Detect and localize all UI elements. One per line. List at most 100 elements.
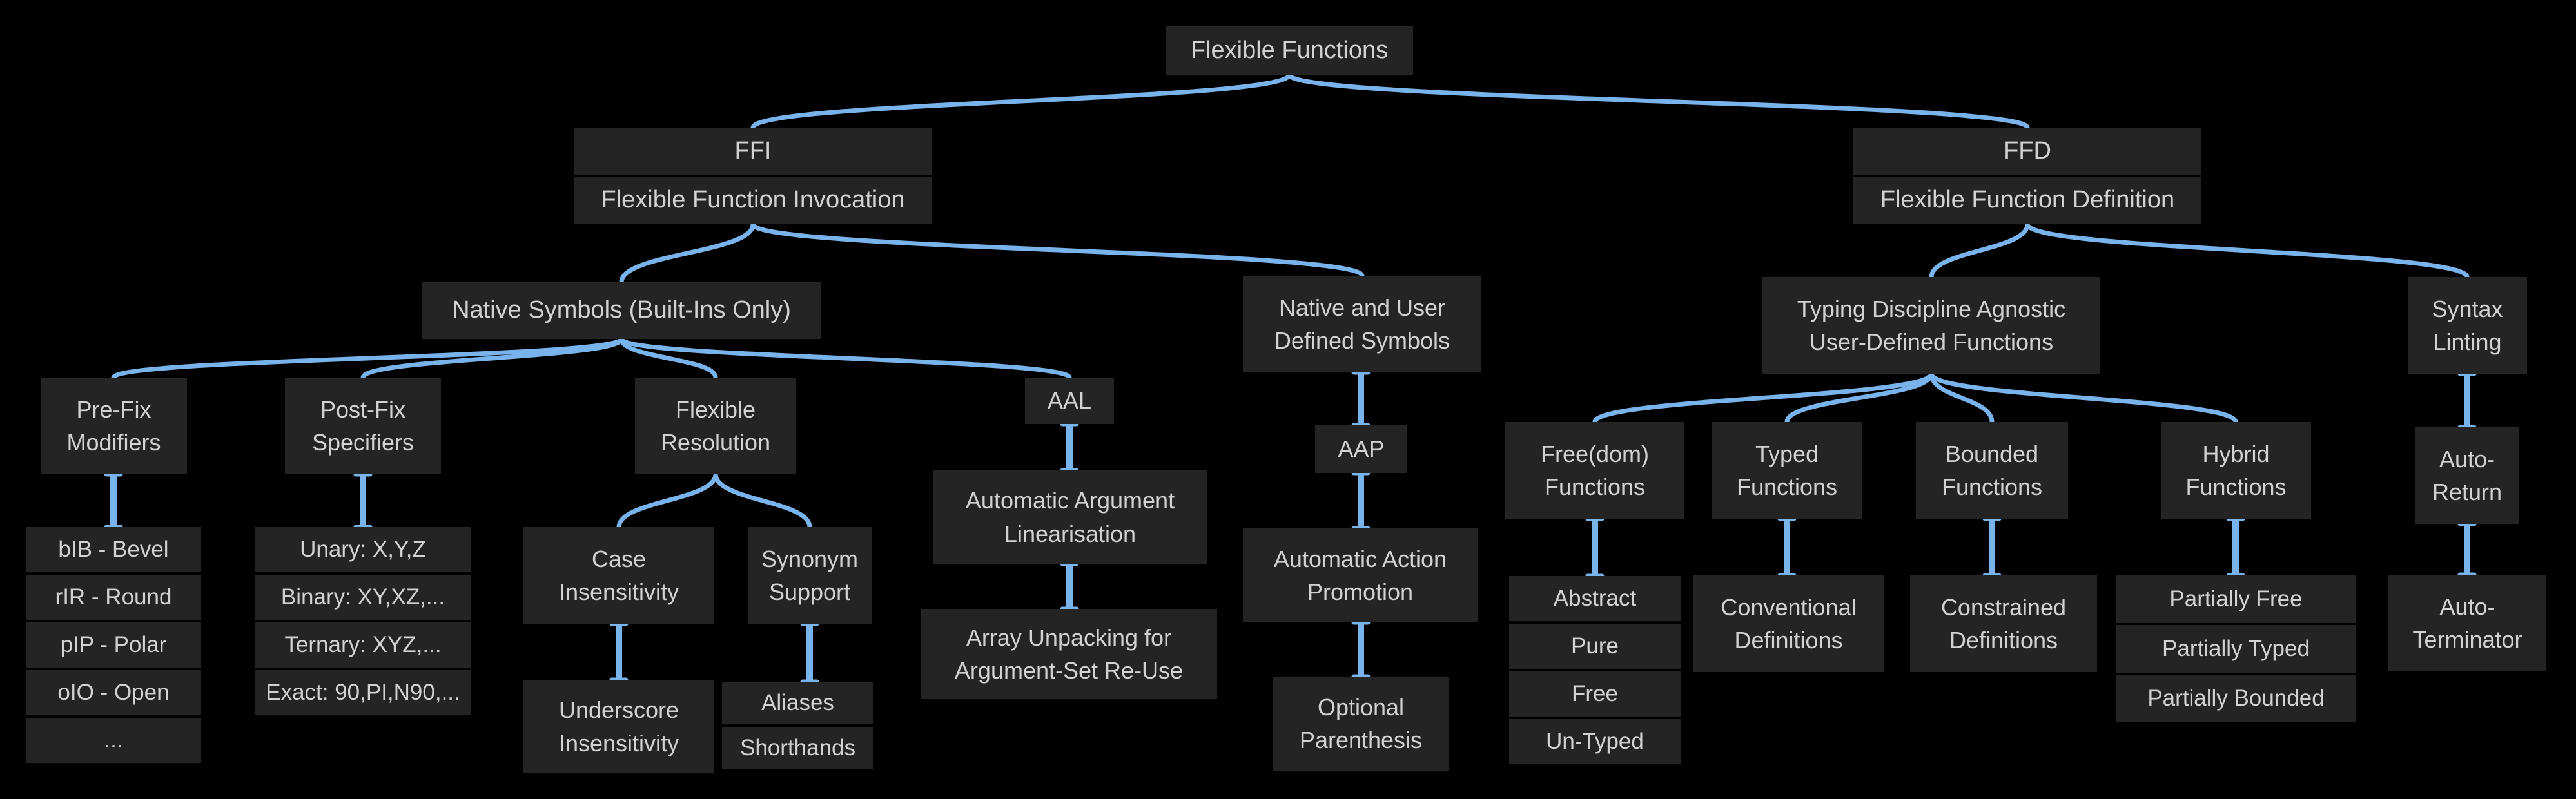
flexible-resolution: Flexible Resolution (635, 378, 796, 474)
automatic-argument-linearisation: Automatic Argument Linearisation (933, 470, 1207, 564)
synonym-item-aliases: Aliases (722, 682, 873, 724)
freedom-item-abstract: Abstract (1509, 576, 1681, 621)
auto-terminator-label: Auto-Terminator (2412, 593, 2522, 653)
synonym-item-shorthands-label: Shorthands (739, 735, 856, 761)
typed-functions-label: Typed Functions (1736, 440, 1838, 500)
automatic-action-promotion-label: Automatic Action Promotion (1273, 545, 1447, 605)
auto-terminator: Auto-Terminator (2388, 575, 2546, 671)
freedom-item-free-label: Free (1572, 681, 1618, 707)
case-insensitivity: Case Insensitivity (523, 527, 714, 624)
connector-prefix-to-stack (104, 472, 123, 530)
constrained-definitions: Constrained Definitions (1910, 575, 2097, 672)
branch-curve-ns-to-postfix (360, 336, 624, 380)
native-and-user-defined-symbols: Native and User Defined Symbols (1243, 276, 1481, 372)
branch-curve-ns-to-aal (619, 336, 1072, 380)
freedom-functions: Free(dom) Functions (1505, 422, 1684, 519)
auto-return-label: Auto-Return (2432, 445, 2503, 505)
automatic-action-promotion: Automatic Action Promotion (1243, 528, 1478, 622)
postfix-item-binary-label: Binary: XY,XZ,... (280, 584, 445, 610)
prefix-item-rir-round: rIR - Round (26, 575, 201, 620)
constrained-definitions-label: Constrained Definitions (1940, 593, 2067, 653)
postfix-item-unary-label: Unary: X,Y,Z (300, 537, 426, 563)
freedom-item-un-typed-label: Un-Typed (1546, 729, 1644, 755)
prefix-item-bib-bevel-label: bIB - Bevel (58, 537, 169, 563)
freedom-item-abstract-label: Abstract (1553, 586, 1637, 611)
connector-aal-to-linearisation (1060, 421, 1079, 473)
prefix-item-pip-polar: pIP - Polar (26, 622, 201, 668)
prefix-item-oio-open-label: oIO - Open (57, 680, 170, 706)
connector-return-to-terminator (2457, 521, 2477, 577)
branch-curve-td-to-bounded (1929, 371, 1995, 425)
native-symbols-label: Native Symbols (Built-Ins Only) (452, 296, 791, 324)
branch-curve-td-to-freedom (1592, 371, 1934, 425)
connector-linearisation-to-array (1060, 561, 1079, 611)
postfix-item-unary: Unary: X,Y,Z (255, 527, 471, 572)
ffi-row-2: Flexible Function Invocation (574, 175, 932, 225)
prefix-item-oio-open: oIO - Open (26, 670, 201, 715)
case-insensitivity-label: Case Insensitivity (558, 545, 679, 605)
ffi: FFI Flexible Function Invocation (574, 128, 932, 224)
bounded-functions-label: Bounded Functions (1941, 440, 2043, 500)
branch-curve-td-to-hybrid (1929, 371, 2238, 425)
root-flexible-functions: Flexible Functions (1166, 26, 1413, 75)
prefix-item-pip-polar-label: pIP - Polar (60, 632, 167, 658)
typed-functions: Typed Functions (1712, 422, 1862, 519)
connector-postfix-to-stack (353, 472, 373, 530)
synonym-item-shorthands: Shorthands (722, 727, 873, 769)
array-unpacking: Array Unpacking for Argument-Set Re-Use (921, 609, 1217, 699)
pre-fix-modifiers: Pre-Fix Modifiers (41, 378, 187, 474)
automatic-argument-linearisation-label: Automatic Argument Linearisation (965, 487, 1175, 547)
ffd-row-2: Flexible Function Definition (1853, 175, 2201, 225)
connector-typed-to-conventional (1777, 516, 1797, 578)
prefix-item-ellipsis: ... (26, 718, 201, 763)
hybrid-item-partially-free: Partially Free (2116, 575, 2356, 623)
hybrid-item-partially-typed-label: Partially Typed (2162, 636, 2310, 662)
synonym-item-aliases-label: Aliases (761, 690, 834, 716)
postfix-item-exact-label: Exact: 90,PI,N90,... (266, 680, 460, 706)
syntax-linting-label: Syntax Linting (2432, 295, 2503, 355)
ffi-row-1: FFI (734, 137, 772, 164)
branch-curve-ffd-to-typing-discipline (1929, 222, 2030, 280)
native-and-user-defined-symbols-label: Native and User Defined Symbols (1274, 294, 1450, 354)
branch-curve-ffd-to-syntax-linting (2025, 222, 2470, 280)
hybrid-functions: Hybrid Functions (2161, 422, 2311, 519)
flexible-resolution-label: Flexible Resolution (660, 396, 771, 456)
postfix-item-ternary-label: Ternary: XYZ,... (284, 632, 442, 658)
branch-curve-ns-to-flexible-resolution (619, 336, 718, 380)
conventional-definitions: Conventional Definitions (1693, 575, 1884, 672)
conventional-definitions-label: Conventional Definitions (1721, 593, 1857, 653)
native-symbols: Native Symbols (Built-Ins Only) (422, 282, 821, 339)
ffd-row-1: FFD (2004, 137, 2051, 164)
connector-bounded-to-constrained (1982, 516, 2002, 578)
syntax-linting: Syntax Linting (2408, 277, 2527, 374)
hybrid-functions-label: Hybrid Functions (2185, 440, 2287, 500)
typing-discipline-agnostic: Typing Discipline Agnostic User-Defined … (1762, 277, 2100, 374)
aap-label: AAP (1338, 436, 1385, 463)
underscore-insensitivity-label: Underscore Insensitivity (558, 697, 679, 756)
auto-return: Auto-Return (2415, 427, 2519, 524)
connector-synonym-to-aliases (800, 621, 819, 684)
synonym-support: Synonym Support (748, 527, 872, 624)
freedom-functions-label: Free(dom) Functions (1540, 440, 1650, 500)
branch-curve-fr-to-case-insensitivity (616, 472, 718, 530)
typing-discipline-agnostic-label: Typing Discipline Agnostic User-Defined … (1797, 295, 2066, 355)
hybrid-item-partially-bounded-label: Partially Bounded (2147, 686, 2325, 711)
ffd: FFD Flexible Function Definition (1853, 128, 2201, 224)
array-unpacking-label: Array Unpacking for Argument-Set Re-Use (954, 624, 1184, 684)
connector-caseins-to-underscore (609, 621, 629, 682)
aap: AAP (1315, 425, 1407, 473)
postfix-item-exact: Exact: 90,PI,N90,... (255, 670, 471, 715)
branch-curve-fr-to-synonym-support (713, 472, 812, 530)
hybrid-item-partially-typed: Partially Typed (2116, 625, 2356, 673)
hybrid-item-partially-free-label: Partially Free (2169, 586, 2303, 612)
underscore-insensitivity: Underscore Insensitivity (523, 680, 714, 773)
bounded-functions: Bounded Functions (1916, 422, 2068, 519)
branch-curve-ffi-to-native-symbols (619, 222, 756, 285)
post-fix-specifiers: Post-Fix Specifiers (285, 378, 441, 474)
hybrid-item-partially-bounded: Partially Bounded (2116, 675, 2356, 722)
connector-nuds-to-aap (1351, 370, 1371, 428)
prefix-item-ellipsis-label: ... (104, 727, 123, 753)
post-fix-specifiers-label: Post-Fix Specifiers (311, 396, 415, 456)
